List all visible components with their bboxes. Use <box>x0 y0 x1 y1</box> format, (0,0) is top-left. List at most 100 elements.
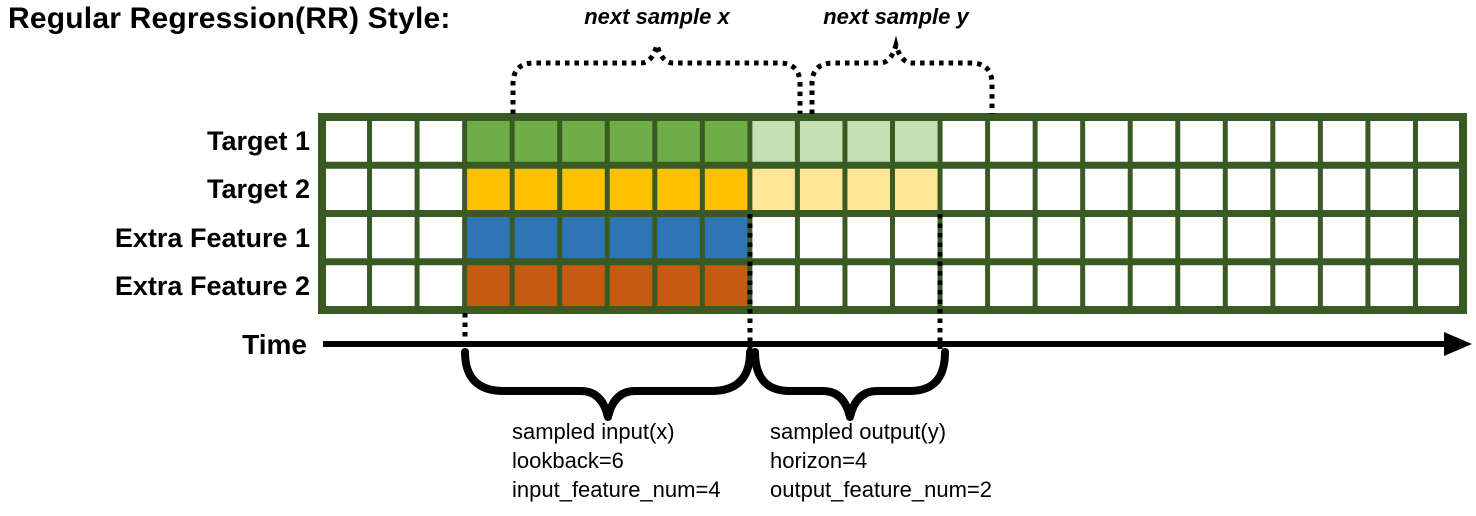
grid-cell <box>417 117 465 166</box>
grid-cell <box>654 213 703 262</box>
sampled-input-title: sampled input(x) <box>512 419 675 444</box>
grid-cell <box>512 165 560 214</box>
row-label-extra-feature-1: Extra Feature 1 <box>114 223 310 253</box>
grid-cell <box>1225 165 1273 214</box>
grid-cell <box>1415 117 1463 166</box>
grid-cell <box>1082 213 1131 262</box>
grid-cell <box>607 165 655 214</box>
grid-cell <box>892 213 941 262</box>
horizon-value: horizon=4 <box>770 448 868 473</box>
grid-cell <box>987 213 1036 262</box>
grid-cell <box>1225 261 1273 310</box>
grid-cell <box>1367 117 1416 166</box>
grid-cell <box>702 213 750 262</box>
grid-cell <box>1177 261 1226 310</box>
grid-cell <box>1320 213 1368 262</box>
sampled-output-title: sampled output(y) <box>770 419 947 444</box>
grid-cell <box>1367 213 1416 262</box>
sampled-input-brace <box>461 348 754 421</box>
grid-cell <box>1415 261 1463 310</box>
grid-cell <box>559 261 608 310</box>
grid-cell <box>749 261 798 310</box>
grid-cell <box>987 165 1036 214</box>
row-label-target-1: Target 1 <box>206 126 310 156</box>
grid-cell <box>1177 117 1226 166</box>
grid-cell <box>1130 213 1178 262</box>
grid-cell <box>987 117 1036 166</box>
grid-cell <box>654 165 703 214</box>
grid-cell <box>464 261 513 310</box>
sampled-output-brace <box>751 348 949 421</box>
next-sample-x-label: next sample x <box>584 4 730 29</box>
grid-cell <box>1130 261 1178 310</box>
grid-cell <box>369 261 418 310</box>
output-feature-num-value: output_feature_num=2 <box>770 477 993 502</box>
grid-cell <box>1082 261 1131 310</box>
grid-cell <box>369 117 418 166</box>
next-sample-x-brace <box>510 35 803 114</box>
grid-cell <box>749 165 798 214</box>
grid-cell <box>940 261 988 310</box>
grid-cell <box>1177 165 1226 214</box>
grid-cell <box>417 165 465 214</box>
grid-cell <box>512 117 560 166</box>
grid-cell <box>1035 117 1083 166</box>
grid-cell <box>1082 117 1131 166</box>
grid-cell <box>892 261 941 310</box>
grid-cell <box>607 261 655 310</box>
grid-cell <box>1035 261 1083 310</box>
grid-cell <box>1320 261 1368 310</box>
grid-cell <box>1225 117 1273 166</box>
sample-grid <box>318 113 1467 314</box>
grid-cell <box>1130 117 1178 166</box>
grid-cell <box>940 117 988 166</box>
grid-cell <box>844 117 893 166</box>
grid-cell <box>654 117 703 166</box>
diagram-title: Regular Regression(RR) Style: <box>8 2 451 35</box>
grid-cell <box>512 213 560 262</box>
grid-cell <box>1035 213 1083 262</box>
time-axis-label: Time <box>242 329 307 360</box>
grid-cell <box>797 165 845 214</box>
row-label-extra-feature-2: Extra Feature 2 <box>114 271 310 301</box>
grid-cell <box>1177 213 1226 262</box>
time-axis-arrowhead <box>1444 332 1472 356</box>
grid-cell <box>892 165 941 214</box>
grid-cell <box>1272 261 1321 310</box>
grid-cell <box>1035 165 1083 214</box>
grid-cell <box>464 213 513 262</box>
grid-cell <box>1415 213 1463 262</box>
grid-cell <box>749 117 798 166</box>
grid-cell <box>1225 213 1273 262</box>
grid-cell <box>464 165 513 214</box>
sampled-input-annotation: sampled input(x) lookback=6 input_featur… <box>512 417 721 504</box>
grid-cell <box>844 213 893 262</box>
next-sample-y-label: next sample y <box>823 4 969 29</box>
grid-cell <box>749 213 798 262</box>
grid-cell <box>559 117 608 166</box>
grid-cell <box>654 261 703 310</box>
grid-cell <box>1130 165 1178 214</box>
grid-cell <box>322 213 370 262</box>
grid-cell <box>940 165 988 214</box>
grid-cell <box>1367 165 1416 214</box>
grid-cell <box>369 213 418 262</box>
grid-cell <box>940 213 988 262</box>
grid-cell <box>1320 165 1368 214</box>
grid-cell <box>1367 261 1416 310</box>
next-sample-y-brace <box>809 35 995 114</box>
grid-cell <box>512 261 560 310</box>
row-label-target-2: Target 2 <box>206 174 310 204</box>
grid-cell <box>797 213 845 262</box>
grid-cell <box>559 213 608 262</box>
grid-cell <box>797 261 845 310</box>
grid-cell <box>844 261 893 310</box>
grid-cell <box>1272 117 1321 166</box>
sampled-output-annotation: sampled output(y) horizon=4 output_featu… <box>770 417 992 504</box>
grid-cell <box>322 261 370 310</box>
grid-cell <box>892 117 941 166</box>
time-axis <box>323 332 1472 356</box>
grid-cell <box>797 117 845 166</box>
